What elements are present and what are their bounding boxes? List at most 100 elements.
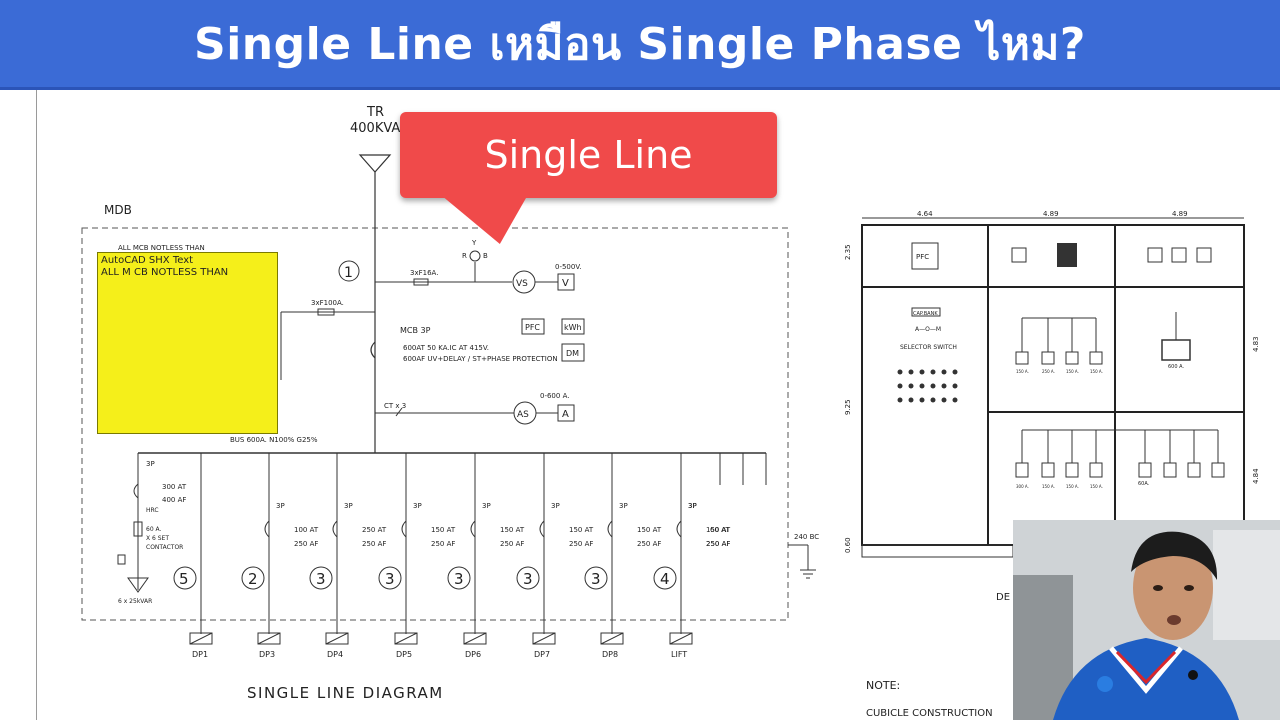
cubicle-dim-right-1: 4.83 (1252, 336, 1260, 352)
main-breaker-symbol (370, 341, 376, 359)
capacitor-control (117, 554, 126, 565)
feeder-at-rating: 150 AT (706, 526, 731, 534)
cubicle-breaker (1065, 462, 1079, 478)
feeder-circle-number: 2 (248, 570, 258, 588)
feeder-pole: 3P (688, 502, 697, 510)
transformer-tag: TR (366, 105, 384, 120)
feeder-load-diag (532, 632, 556, 645)
indicator-lamp (897, 383, 903, 389)
note-text: CUBICLE CONSTRUCTION (866, 708, 993, 719)
cubicle-breaker-rating: 150 A. (1066, 484, 1079, 489)
mcb-spec-line2: 600AF UV+DELAY / ST+PHASE PROTECTION (403, 355, 558, 363)
ground-label: 240 BC (794, 533, 819, 541)
feeder-at-rating: 150 AT (431, 526, 456, 534)
ct-label: CT x 3 (384, 402, 406, 410)
cubicle-breaker (1015, 351, 1029, 365)
cubicle-breakers: 150 A.250 A.150 A.150 A.300 A.150 A.150 … (1015, 312, 1225, 489)
lift-feeder-at: 60 AT (710, 526, 730, 534)
voltmeter-range: 0-500V. (555, 263, 581, 271)
lift-feeder-pole: 3P (688, 502, 697, 510)
cubicle-base (861, 544, 1014, 558)
cubicle-main-rating: 600 A. (1168, 364, 1184, 370)
cubicle-breaker-rating: 150 A. (1042, 484, 1055, 489)
cubicle-indicator-lamps (897, 369, 958, 403)
capacitor-feeder-af: 400 AF (162, 496, 186, 504)
feeder-circle-number: 3 (316, 570, 326, 588)
indicator-lamp (930, 369, 936, 375)
feeder-at-rating: 100 AT (294, 526, 319, 534)
feeder-pole: 3P (413, 502, 422, 510)
cubicle-main-breaker (1161, 339, 1191, 361)
indicator-lamp (897, 369, 903, 375)
transformer-symbol (358, 154, 392, 173)
feeder-name: DP7 (534, 650, 550, 659)
cubicle-breaker (1089, 351, 1103, 365)
feeder-circle-marker (309, 566, 333, 590)
indicator-lamp (952, 383, 958, 389)
feeder-pole: 3P (619, 502, 628, 510)
feeder-af-rating: 250 AF (294, 540, 318, 548)
feeder-at-rating: 150 AT (569, 526, 594, 534)
surge-fuse-label: 3xF100A. (311, 299, 344, 307)
feeder-breaker (332, 520, 338, 538)
presenter-webcam (1013, 520, 1280, 720)
vs-fuse-label: 3xF16A. (410, 269, 438, 277)
lift-feeder-af: 250 AF (706, 540, 730, 548)
circle-marker-5-number: 5 (179, 570, 189, 588)
feeder-load-diag (600, 632, 624, 645)
cubicle-meter-3 (1147, 247, 1163, 263)
feeder-load-box (463, 632, 487, 645)
surge-fuse (317, 308, 335, 316)
feeder-load-box (257, 632, 281, 645)
feeder-breaker (676, 520, 682, 538)
cubicle-small-rating: 60A. (1138, 481, 1150, 487)
feeder-name: DP5 (396, 650, 412, 659)
cubicle-breaker-rating: 150 A. (1090, 484, 1103, 489)
indicator-lamp (952, 369, 958, 375)
ammeter-box (557, 404, 575, 422)
cubicle-dim-left-1: 2.35 (844, 244, 852, 260)
mcb-note-label: ALL MCB NOTLESS THAN (118, 244, 205, 252)
as-meter-label: AS (517, 410, 529, 420)
cubicle-breaker (1065, 351, 1079, 365)
feeder-load-diag (325, 632, 349, 645)
dm-instrument-label: DM (566, 349, 579, 358)
ammeter-box-label: A (562, 409, 569, 420)
feeder-load-box (394, 632, 418, 645)
feeder-af-rating: 250 AF (500, 540, 524, 548)
cubicle-meter-2 (1057, 243, 1077, 267)
feeder-at-rating: 150 AT (500, 526, 525, 534)
cubicle-breaker (1211, 462, 1225, 478)
cubicle-pfc-box (911, 242, 939, 270)
cubicle-meter-4 (1171, 247, 1187, 263)
indicator-lamp (930, 397, 936, 403)
feeder-breaker (264, 520, 270, 538)
cubicle-breaker-rating: 300 A. (1016, 484, 1029, 489)
cubicle-dim-right-2: 4.84 (1252, 468, 1260, 484)
cubicle-breaker-rating: 150 A. (1016, 369, 1029, 374)
diagram-footer-title: SINGLE LINE DIAGRAM (247, 684, 444, 702)
indicator-lamp (897, 397, 903, 403)
voltmeter-box-label: V (562, 278, 569, 289)
indicator-lamp (919, 369, 925, 375)
feeder-pole: 3P (276, 502, 285, 510)
title-banner: Single Line เหมือน Single Phase ไหม? (0, 0, 1280, 90)
cubicle-detail-label: DE (996, 592, 1010, 603)
contactor-symbol (133, 521, 143, 537)
pfc-instrument (521, 318, 545, 335)
cubicle-breaker-rating: 250 A. (1042, 369, 1055, 374)
indicator-lamp (908, 397, 914, 403)
indicator-lamp (930, 383, 936, 389)
feeder-breaker (607, 520, 613, 538)
feeder-circle-number: 3 (454, 570, 464, 588)
mcb-spec-line1: 600AT 50 KA.IC AT 415V. (403, 344, 489, 352)
sheet-border-line (36, 90, 37, 720)
feeder-load-box (325, 632, 349, 645)
feeder-breaker (470, 520, 476, 538)
feeder-breaker (539, 520, 545, 538)
feeder-af-rating: 250 AF (637, 540, 661, 548)
feeder-circle-marker (653, 566, 677, 590)
tooltip-line-2: ALL M CB NOTLESS THAN (101, 267, 229, 278)
feeder-load-diag (669, 632, 693, 645)
